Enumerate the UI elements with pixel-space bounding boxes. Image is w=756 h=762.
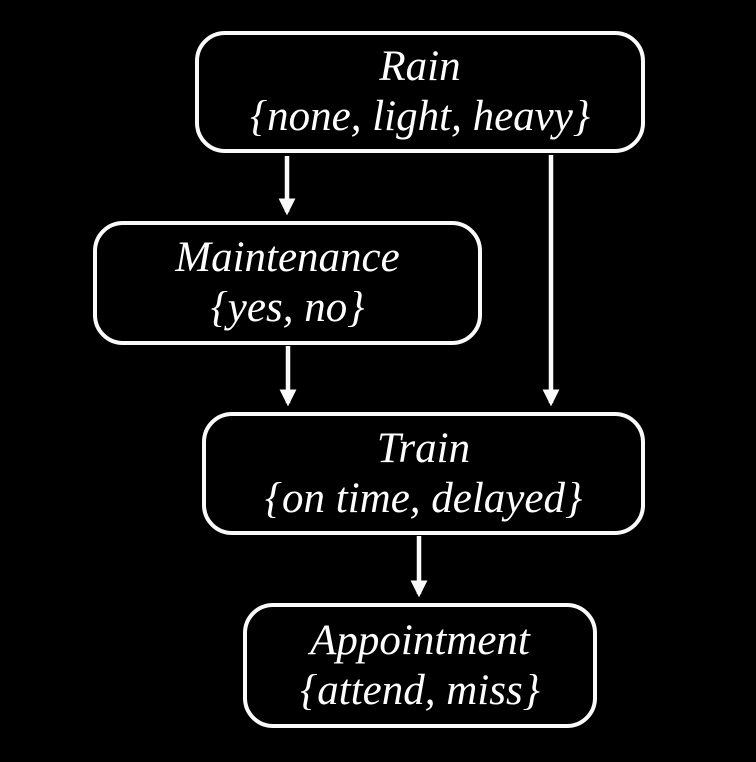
- node-appointment-values: {attend, miss}: [300, 666, 540, 714]
- node-rain: Rain {none, light, heavy}: [195, 31, 645, 153]
- node-train: Train {on time, delayed}: [202, 412, 645, 535]
- node-maintenance-values: {yes, no}: [210, 284, 365, 331]
- node-train-label: Train: [376, 424, 471, 472]
- node-maintenance: Maintenance {yes, no}: [93, 221, 482, 345]
- node-train-values: {on time, delayed}: [264, 474, 583, 522]
- node-maintenance-label: Maintenance: [175, 234, 400, 282]
- node-appointment-label: Appointment: [310, 616, 530, 664]
- node-appointment: Appointment {attend, miss}: [243, 603, 597, 728]
- node-rain-values: {none, light, heavy}: [249, 93, 591, 140]
- node-rain-label: Rain: [379, 43, 461, 91]
